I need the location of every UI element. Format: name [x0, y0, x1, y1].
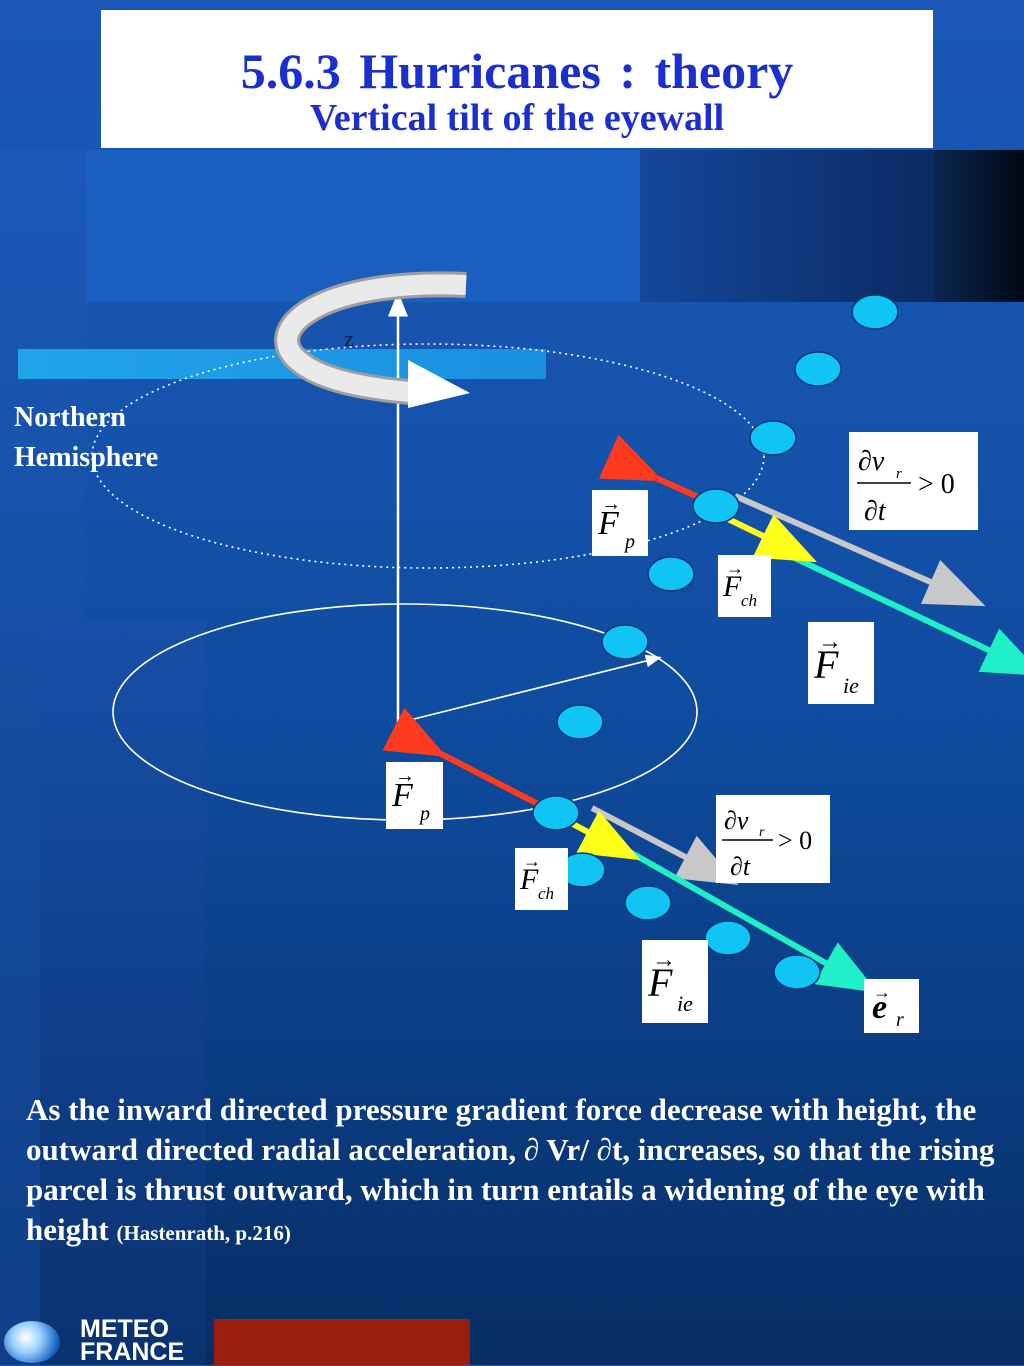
title-box: 5.6.3 Hurricanes : theory Vertical tilt …	[101, 10, 933, 148]
parcel	[704, 920, 752, 956]
parcel	[624, 885, 672, 921]
svg-text:→: →	[726, 558, 744, 578]
svg-text:ie: ie	[843, 673, 859, 698]
svg-text:F: F	[519, 863, 539, 896]
slide-title: 5.6.3 Hurricanes : theory	[240, 43, 794, 99]
lower-pressure-arrow	[382, 707, 540, 807]
parcel	[851, 294, 899, 330]
svg-text:∂v: ∂v	[858, 446, 885, 477]
caption-citation: (Hastenrath, p.216)	[116, 1221, 291, 1245]
slide-subtitle: Vertical tilt of the eyewall	[309, 97, 725, 139]
svg-text:r: r	[896, 1009, 904, 1031]
svg-text:p: p	[418, 803, 430, 825]
radius-line	[397, 654, 662, 724]
formula-fch-lower: F ch →	[515, 848, 568, 910]
svg-text:→: →	[601, 493, 621, 515]
formula-fp-upper: F p →	[592, 490, 648, 556]
svg-text:> 0: > 0	[918, 469, 955, 500]
svg-text:F: F	[813, 642, 839, 687]
svg-text:∂t: ∂t	[864, 496, 887, 527]
formula-fp-lower: F p →	[386, 762, 443, 829]
formula-fch-upper: F ch →	[718, 555, 771, 617]
formula-fie-lower: F ie →	[642, 940, 708, 1023]
caption-text: As the inward directed pressure gradient…	[26, 1092, 995, 1247]
parcel	[773, 954, 821, 990]
svg-text:F: F	[722, 570, 742, 603]
bg-panel-navy	[640, 150, 934, 302]
parcel	[692, 488, 740, 524]
formula-er: e r →	[864, 979, 919, 1033]
hemisphere-label: Northern Hemisphere	[14, 398, 158, 478]
caption: As the inward directed pressure gradient…	[26, 1090, 1021, 1253]
logo-bar	[214, 1319, 470, 1365]
formula-fie-upper: F ie →	[808, 622, 874, 704]
svg-text:ch: ch	[741, 591, 757, 610]
z-axis-label: z	[344, 326, 354, 351]
bg-panel-dark	[934, 150, 1024, 302]
svg-text:ch: ch	[538, 884, 554, 903]
bg-panel-left-inner	[40, 620, 206, 1365]
formula-fp-upper-symbol: F	[597, 505, 620, 542]
logo-line1: METEO	[80, 1315, 169, 1343]
svg-text:→: →	[818, 629, 842, 655]
formula-dvr-upper: ∂v r ∂t > 0	[849, 432, 978, 530]
svg-text:∂t: ∂t	[730, 852, 751, 881]
svg-text:∂v: ∂v	[724, 806, 749, 835]
parcel	[794, 351, 842, 387]
lower-coriolis-arrow	[569, 810, 641, 861]
svg-text:F: F	[391, 777, 414, 814]
parcel	[601, 624, 649, 660]
logo-line2: FRANCE	[80, 1338, 185, 1366]
upper-ellipse	[91, 343, 765, 569]
logo-text: METEO FRANCE	[80, 1315, 185, 1366]
svg-text:> 0: > 0	[778, 826, 812, 855]
rotation-arrow	[274, 271, 470, 408]
svg-text:r: r	[896, 466, 902, 482]
svg-text:r: r	[759, 825, 765, 840]
svg-text:→: →	[523, 851, 541, 871]
svg-text:→: →	[652, 947, 676, 973]
svg-text:ie: ie	[677, 991, 693, 1016]
parcel	[647, 556, 695, 592]
lower-inertial-arrow	[612, 840, 879, 993]
upper-accel-arrow	[733, 493, 986, 607]
svg-text:e: e	[872, 989, 887, 1026]
svg-text:→: →	[395, 765, 415, 787]
svg-text:F: F	[647, 960, 673, 1005]
formula-fp-upper-sub: p	[623, 531, 635, 553]
upper-inertial-arrow	[778, 548, 1024, 676]
formula-dvr-lower: ∂v r ∂t > 0	[716, 795, 830, 883]
upper-coriolis-arrow	[724, 514, 817, 563]
hemisphere-line1: Northern	[14, 402, 126, 433]
parcel	[556, 704, 604, 740]
hemisphere-line2: Hemisphere	[14, 442, 159, 473]
parcel	[749, 420, 797, 456]
logo-globe-icon	[4, 1321, 60, 1363]
bg-panel-lightblue	[86, 150, 640, 302]
parcel	[532, 795, 580, 831]
svg-text:→: →	[873, 982, 891, 1002]
